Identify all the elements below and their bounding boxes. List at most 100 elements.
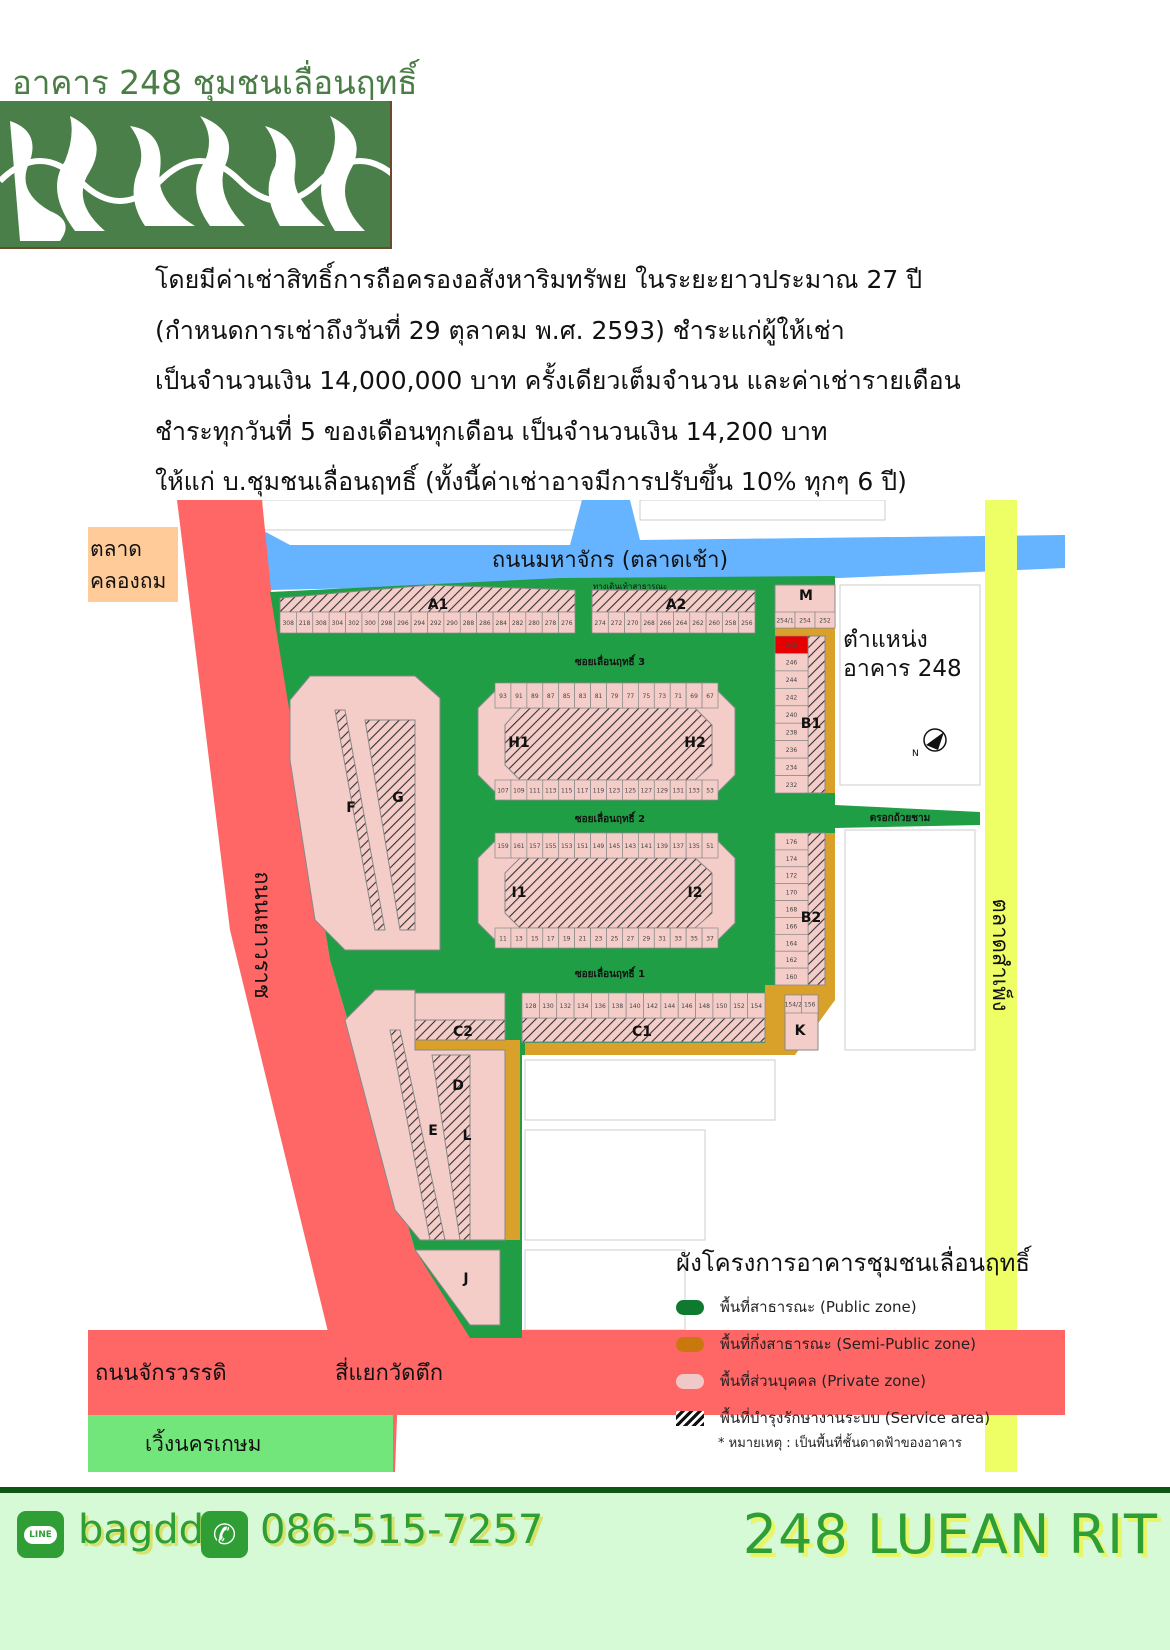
lot-number: 148	[699, 1003, 711, 1010]
lot-number: 155	[545, 843, 557, 850]
lot-286: 286	[476, 611, 494, 634]
lot-number: 262	[692, 620, 704, 627]
block-label: J	[462, 1271, 468, 1287]
lot-170: 170	[774, 883, 809, 901]
phone-number[interactable]: 086-515-7257	[260, 1507, 544, 1553]
lot-number: 240	[786, 712, 798, 719]
lot-240: 240	[774, 705, 809, 724]
market-label-khlong-thom-1: ตลาด	[90, 537, 142, 561]
lot-151: 151	[574, 832, 591, 859]
lot-number: 258	[725, 620, 737, 627]
block-A1	[279, 584, 576, 613]
lot-number: 77	[627, 693, 635, 700]
lot-number: 308	[315, 620, 327, 627]
lot-172: 172	[774, 866, 809, 885]
block-H-service	[504, 707, 713, 781]
lot-107: 107	[494, 779, 512, 801]
lot-number: 176	[786, 839, 798, 846]
lot-27: 27	[622, 927, 639, 949]
lot-53: 53	[701, 779, 719, 801]
lot-302: 302	[345, 611, 363, 634]
phone-icon[interactable]: ✆	[201, 1511, 248, 1558]
lot-number: 75	[643, 693, 651, 700]
lot-157: 157	[526, 832, 544, 859]
lot-11: 11	[494, 927, 512, 949]
thai-ornament-banner	[0, 101, 392, 249]
lot-69: 69	[685, 682, 703, 709]
block-E-service	[389, 1029, 471, 1241]
lot-113: 113	[542, 779, 560, 801]
lot-129: 129	[653, 779, 671, 801]
lot-number: 130	[542, 1003, 554, 1010]
lot-number: 15	[531, 936, 539, 943]
road-sampheng	[985, 500, 1017, 1472]
lot-number: 71	[674, 693, 682, 700]
lot-number: 274	[594, 620, 606, 627]
lot-274: 274	[591, 611, 609, 634]
lot-number: 234	[786, 764, 798, 771]
lot-125: 125	[622, 779, 639, 801]
lot-number: 33	[674, 936, 682, 943]
lot-87: 87	[542, 682, 560, 709]
lot-300: 300	[361, 611, 379, 634]
lot-81: 81	[590, 682, 607, 709]
block-B1-service	[807, 635, 826, 794]
description-line: ให้แก่ บ.ชุมชนเลื่อนฤทธิ์ (ทั้งนี้ค่าเช่…	[155, 467, 907, 496]
description-line: โดยมีค่าเช่าสิทธิ์การถือครองอสังหาริมทรั…	[155, 265, 923, 294]
lot-number: 254	[799, 618, 811, 625]
lot-number: 27	[627, 936, 635, 943]
lot-number: 111	[529, 788, 541, 795]
lot-number: 172	[786, 873, 798, 880]
lot-number: 280	[528, 620, 540, 627]
lot-number: 133	[688, 788, 700, 795]
lot-144: 144	[660, 992, 679, 1019]
block-label: A1	[428, 597, 449, 613]
lot-141: 141	[638, 832, 655, 859]
line-id[interactable]: bagdd	[78, 1507, 205, 1553]
lot-number: 13	[515, 936, 523, 943]
lot-number: 264	[676, 620, 688, 627]
lot-290: 290	[443, 611, 461, 634]
legend-label: พื้นที่สาธารณะ (Public zone)	[720, 1298, 917, 1316]
lot-75: 75	[638, 682, 655, 709]
compass-icon: N	[912, 728, 947, 759]
lot-77: 77	[622, 682, 639, 709]
lot-number: 266	[660, 620, 672, 627]
wueng-nakhon-khasem-area	[88, 1415, 393, 1472]
lot-128: 128	[521, 992, 540, 1019]
lot-119: 119	[590, 779, 607, 801]
lot-111: 111	[526, 779, 544, 801]
block-label: E	[428, 1123, 438, 1139]
lot-number: 162	[786, 957, 798, 964]
footer: LINE bagdd ✆ 086-515-7257 248 LUEAN RIT	[0, 1493, 1170, 1650]
block-label: L	[463, 1128, 472, 1144]
lot-number: 142	[646, 1003, 658, 1010]
lot-156: 156	[801, 994, 819, 1014]
lot-13: 13	[510, 927, 528, 949]
lot-33: 33	[669, 927, 687, 949]
public-swatch-icon	[676, 1299, 704, 1315]
lot-298: 298	[377, 611, 396, 634]
lot-266: 266	[656, 611, 674, 634]
private-swatch-icon	[676, 1373, 704, 1389]
description-line: (กำหนดการเช่าถึงวันที่ 29 ตุลาคม พ.ศ. 25…	[155, 315, 845, 345]
market-label-khlong-thom-2: คลองถม	[90, 569, 166, 593]
lot-number: 298	[381, 620, 393, 627]
lot-number: 272	[611, 620, 623, 627]
lot-number: 288	[463, 620, 475, 627]
description-line: ชำระทุกวันที่ 5 ของเดือนทุกเดือน เป็นจำน…	[155, 416, 828, 446]
lot-number: 93	[499, 693, 507, 700]
block-label: C1	[632, 1024, 652, 1040]
lot-number: 248	[786, 642, 798, 649]
walkway-label: ทางเดินเท้าสาธารณะ	[593, 582, 667, 591]
lot-248: 248	[774, 635, 809, 654]
lot-176: 176	[774, 832, 809, 851]
lot-number: 131	[672, 788, 684, 795]
lot-134: 134	[573, 992, 592, 1019]
lot-93: 93	[494, 682, 512, 709]
lot-260: 260	[705, 611, 723, 634]
lot-262: 262	[689, 611, 707, 634]
block-label: M	[799, 588, 813, 604]
line-app-icon[interactable]: LINE	[17, 1511, 64, 1558]
lot-137: 137	[669, 832, 687, 859]
